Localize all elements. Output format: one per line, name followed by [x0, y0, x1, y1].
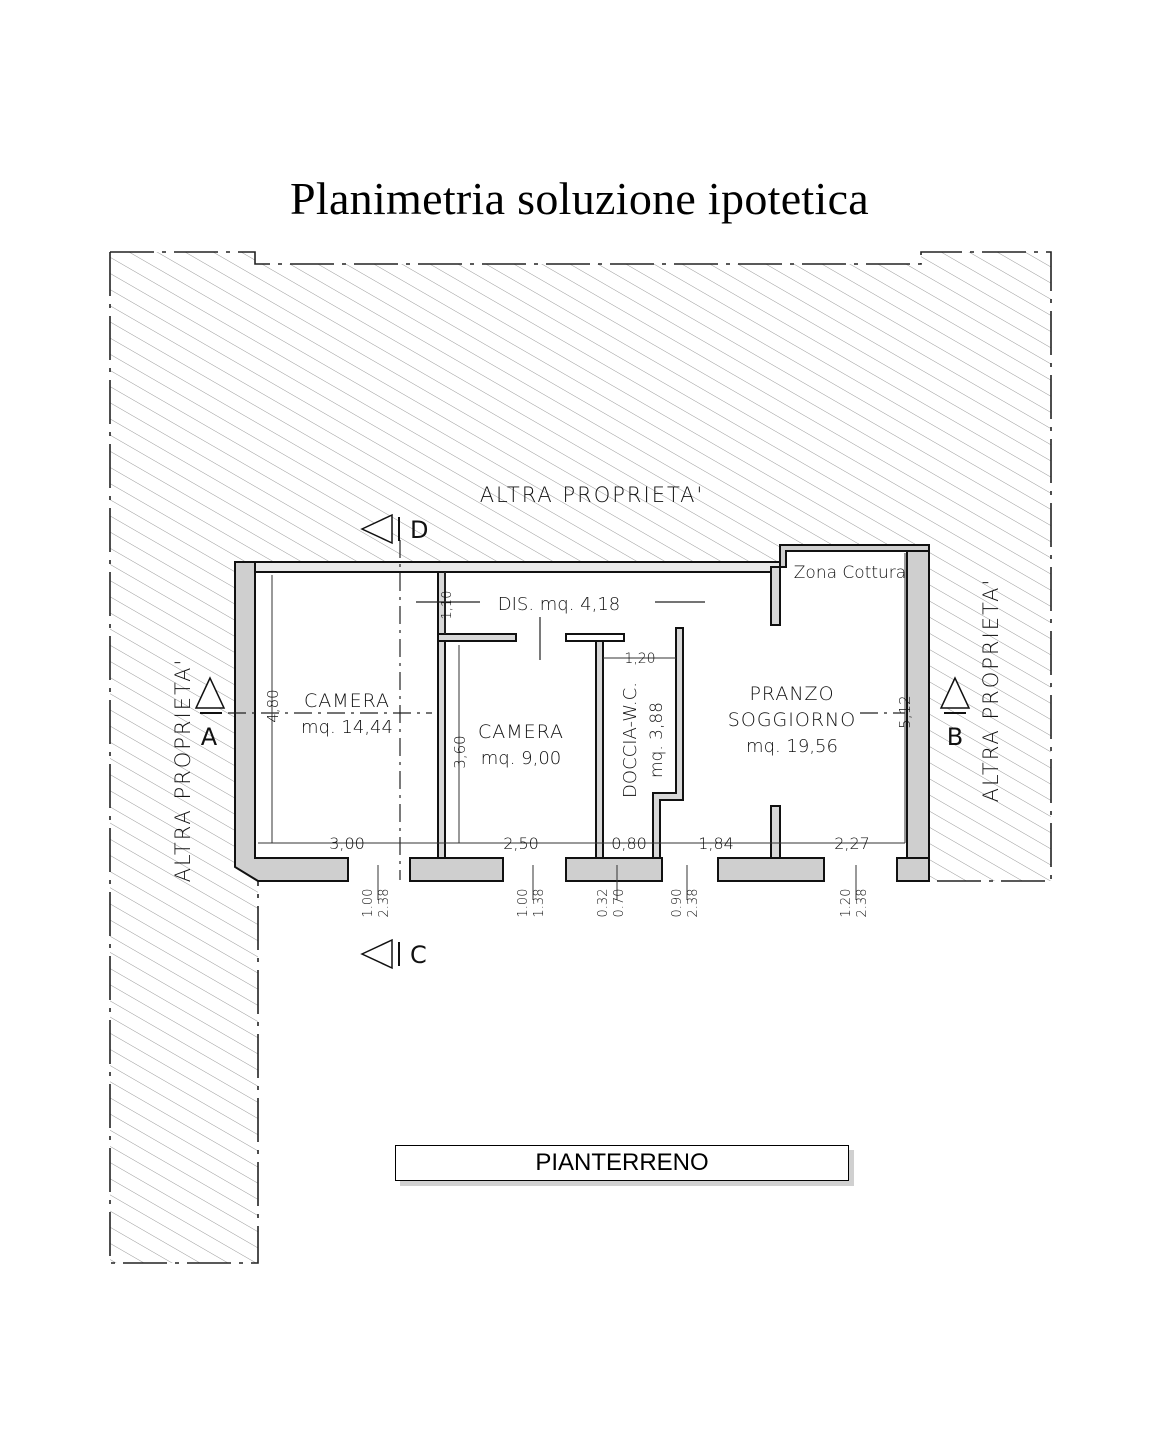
dim-bottom-1: 3,00: [329, 834, 365, 853]
dim-bottom-3: 0,80: [611, 834, 647, 853]
svg-text:C: C: [410, 941, 427, 969]
room-label-doccia: DOCCIA-W.C.: [620, 682, 641, 798]
opening-labels: 1.00 2.38 1.00 1.38 0.32 0.70 0.90 2.38 …: [361, 889, 870, 918]
room-area-camera-1: mq. 14,44: [301, 717, 393, 738]
floor-label: PIANTERRENO: [395, 1145, 849, 1181]
neighbor-label-left: ALTRA PROPRIETA': [171, 658, 195, 883]
section-marker-a: A: [194, 676, 226, 751]
dimension-lines: [258, 553, 906, 900]
room-area-pranzo: mq. 19,56: [746, 736, 838, 757]
room-label-camera-2: CAMERA: [478, 721, 564, 743]
neighbor-label-top: ALTRA PROPRIETA': [480, 483, 705, 507]
dim-vertical-pranzo: 5,12: [896, 695, 914, 728]
neighbor-property-area: [109, 251, 1052, 1264]
dim-vertical-dis: 1,10: [440, 591, 455, 620]
svg-text:A: A: [201, 723, 218, 751]
opening-4-w: 0.90: [670, 889, 685, 918]
room-area-camera-2: mq. 9,00: [481, 748, 561, 769]
opening-5-h: 2.38: [855, 889, 870, 918]
opening-3-w: 0.32: [596, 889, 611, 918]
exterior-walls: [234, 544, 930, 882]
dim-bottom-5: 2,27: [834, 834, 870, 853]
page-title: Planimetria soluzione ipotetica: [289, 173, 870, 224]
neighbor-label-right: ALTRA PROPRIETA': [979, 578, 1003, 803]
dim-vertical-camera-2: 3,60: [451, 735, 469, 768]
room-label-soggiorno: SOGGIORNO: [728, 709, 856, 731]
opening-1-h: 2.38: [377, 889, 392, 918]
interior-walls: [437, 566, 781, 859]
opening-2-w: 1.00: [516, 889, 531, 918]
opening-3-h: 0.70: [612, 889, 627, 918]
room-label-camera-1: CAMERA: [304, 690, 390, 712]
room-label-zona-cottura: Zona Cottura: [794, 563, 906, 583]
section-lines: [228, 540, 905, 880]
dim-bottom-4: 1,84: [698, 834, 734, 853]
room-area-doccia: mq. 3,88: [647, 702, 667, 778]
room-label-dis: DIS. mq. 4,18: [498, 594, 621, 615]
dim-vertical-camera-1: 4,80: [264, 689, 282, 722]
svg-text:B: B: [947, 723, 963, 751]
section-marker-d: D: [360, 513, 428, 545]
dim-bottom-2: 2,50: [503, 834, 539, 853]
opening-4-h: 2.38: [686, 889, 701, 918]
opening-1-w: 1.00: [361, 889, 376, 918]
opening-5-w: 1.20: [839, 889, 854, 918]
dim-doccia-width: 1,20: [624, 651, 655, 667]
svg-text:D: D: [410, 516, 428, 544]
opening-2-h: 1.38: [532, 889, 547, 918]
section-marker-b: B: [939, 676, 971, 751]
room-label-pranzo: PRANZO: [749, 683, 834, 705]
section-marker-c: C: [360, 938, 427, 970]
